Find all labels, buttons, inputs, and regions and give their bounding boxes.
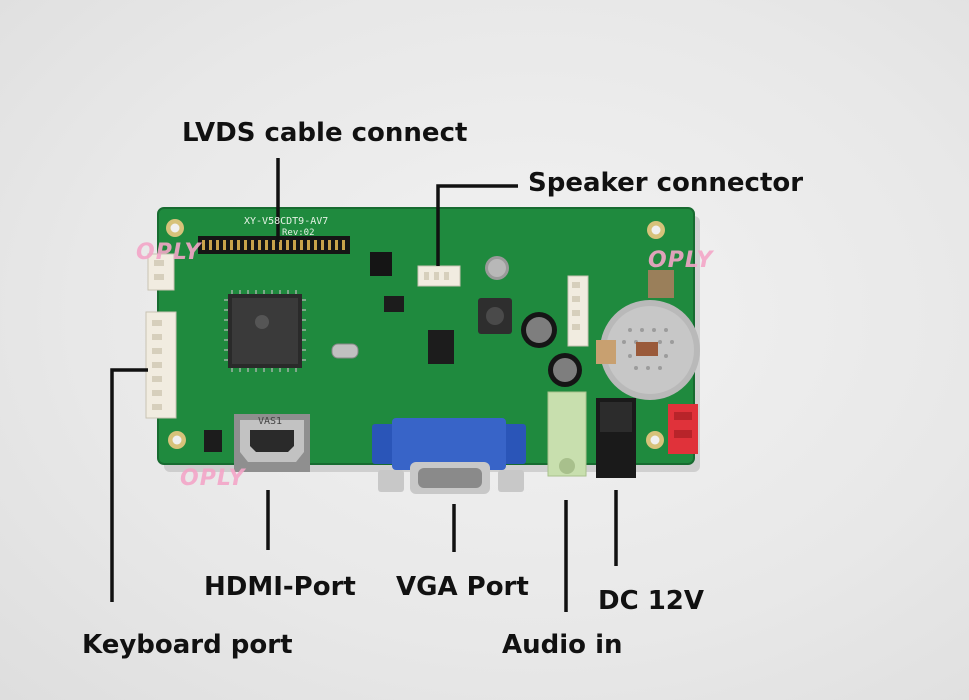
mounting-holes	[166, 219, 665, 449]
label-lvds: LVDS cable connect	[182, 118, 468, 148]
label-audio: Audio in	[502, 630, 623, 660]
buzzer	[596, 300, 700, 400]
audio-jack	[547, 391, 587, 477]
label-keyboard: Keyboard port	[82, 630, 293, 660]
pointer-lines	[110, 158, 618, 612]
label-hdmi: HDMI-Port	[204, 572, 356, 602]
lvds-connector	[198, 236, 350, 254]
watermark-top-right: OPLY	[648, 248, 714, 273]
power-header	[668, 404, 698, 454]
label-speaker: Speaker connector	[528, 168, 804, 198]
silkscreen-rev: Rev:02	[282, 228, 315, 238]
main-ic	[224, 290, 306, 372]
speaker-connector	[417, 265, 461, 287]
dc-jack	[596, 398, 636, 478]
capacitors	[485, 256, 582, 387]
watermark-top-left: OPLY	[136, 240, 202, 265]
silkscreen-model: XY-V58CDT9-AV7	[244, 216, 329, 227]
watermark-bottom-left: OPLY	[180, 466, 246, 491]
label-dc: DC 12V	[598, 586, 705, 616]
side-connector	[567, 275, 589, 347]
label-vga: VGA Port	[396, 572, 529, 602]
vga-port	[372, 418, 526, 494]
inductor	[478, 298, 512, 334]
silkscreen-vas: VAS1	[258, 416, 283, 427]
keyboard-connector	[145, 253, 177, 419]
hdmi-port	[234, 414, 310, 472]
